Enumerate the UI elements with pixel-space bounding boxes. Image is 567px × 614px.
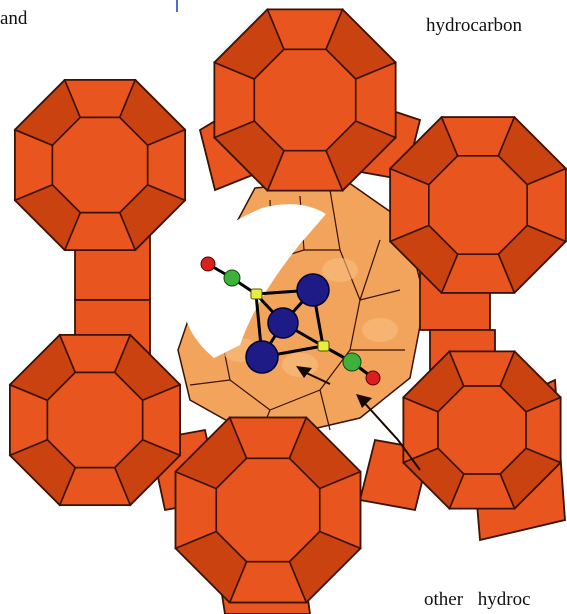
metal-atom — [297, 274, 329, 306]
oxygen-atom — [201, 257, 215, 271]
cage-center-face — [52, 117, 147, 212]
inner-facet-highlight — [362, 318, 398, 342]
framework-cage — [214, 9, 395, 190]
metal-atom — [268, 308, 298, 338]
linker-atom — [318, 341, 329, 351]
metal-atom — [246, 341, 278, 373]
inner-facet-highlight — [322, 258, 358, 282]
framework-cage — [390, 117, 566, 293]
cage-center-face — [438, 386, 526, 474]
framework-cage — [176, 418, 361, 603]
oxygen-atom — [366, 371, 380, 385]
cage-center-face — [47, 372, 142, 467]
cage-center-face — [254, 49, 355, 150]
carbon-atom — [343, 353, 361, 371]
inner-facet-highlight — [282, 353, 318, 377]
cage-center-face — [429, 156, 527, 254]
framework-cage — [15, 80, 185, 250]
framework-cage — [10, 335, 180, 505]
linker-atom — [251, 289, 262, 299]
carbon-atom — [224, 270, 240, 286]
framework-cage — [403, 351, 560, 508]
cage-center-face — [216, 458, 319, 561]
